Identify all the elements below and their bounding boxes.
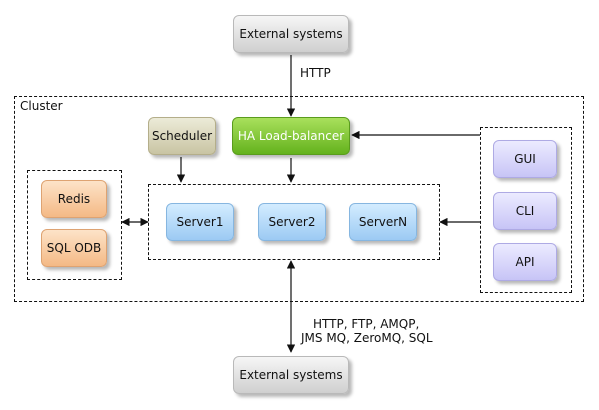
api-box: API <box>493 243 557 281</box>
sql-odb-box: SQL ODB <box>41 229 107 267</box>
interfaces-group <box>480 127 572 293</box>
server2-box: Server2 <box>258 203 326 241</box>
servern-box: ServerN <box>349 203 417 241</box>
sql-odb-label: SQL ODB <box>46 241 102 255</box>
external-systems-top: External systems <box>233 15 349 53</box>
load-balancer-box: HA Load-balancer <box>232 117 350 155</box>
cluster-label: Cluster <box>20 99 63 113</box>
protocols-line-2: JMS MQ, ZeroMQ, SQL <box>301 331 433 345</box>
server1-label: Server1 <box>176 215 224 229</box>
storage-group <box>27 170 122 280</box>
load-balancer-label: HA Load-balancer <box>237 129 345 143</box>
external-systems-top-label: External systems <box>239 27 343 41</box>
redis-label: Redis <box>57 192 91 206</box>
gui-box: GUI <box>493 140 557 178</box>
http-label: HTTP <box>300 66 331 80</box>
external-systems-bottom-label: External systems <box>239 368 343 382</box>
gui-label: GUI <box>514 152 536 166</box>
cluster-boundary <box>14 96 584 302</box>
cli-label: CLI <box>515 204 535 218</box>
servern-label: ServerN <box>358 215 408 229</box>
cli-box: CLI <box>493 192 557 230</box>
external-systems-bottom: External systems <box>233 356 349 394</box>
scheduler-box: Scheduler <box>148 117 216 155</box>
server2-label: Server2 <box>268 215 316 229</box>
protocols-line-1: HTTP, FTP, AMQP, <box>313 317 420 331</box>
server1-box: Server1 <box>166 203 234 241</box>
servers-group <box>148 184 440 260</box>
scheduler-label: Scheduler <box>151 129 213 143</box>
api-label: API <box>515 255 535 269</box>
redis-box: Redis <box>41 180 107 218</box>
